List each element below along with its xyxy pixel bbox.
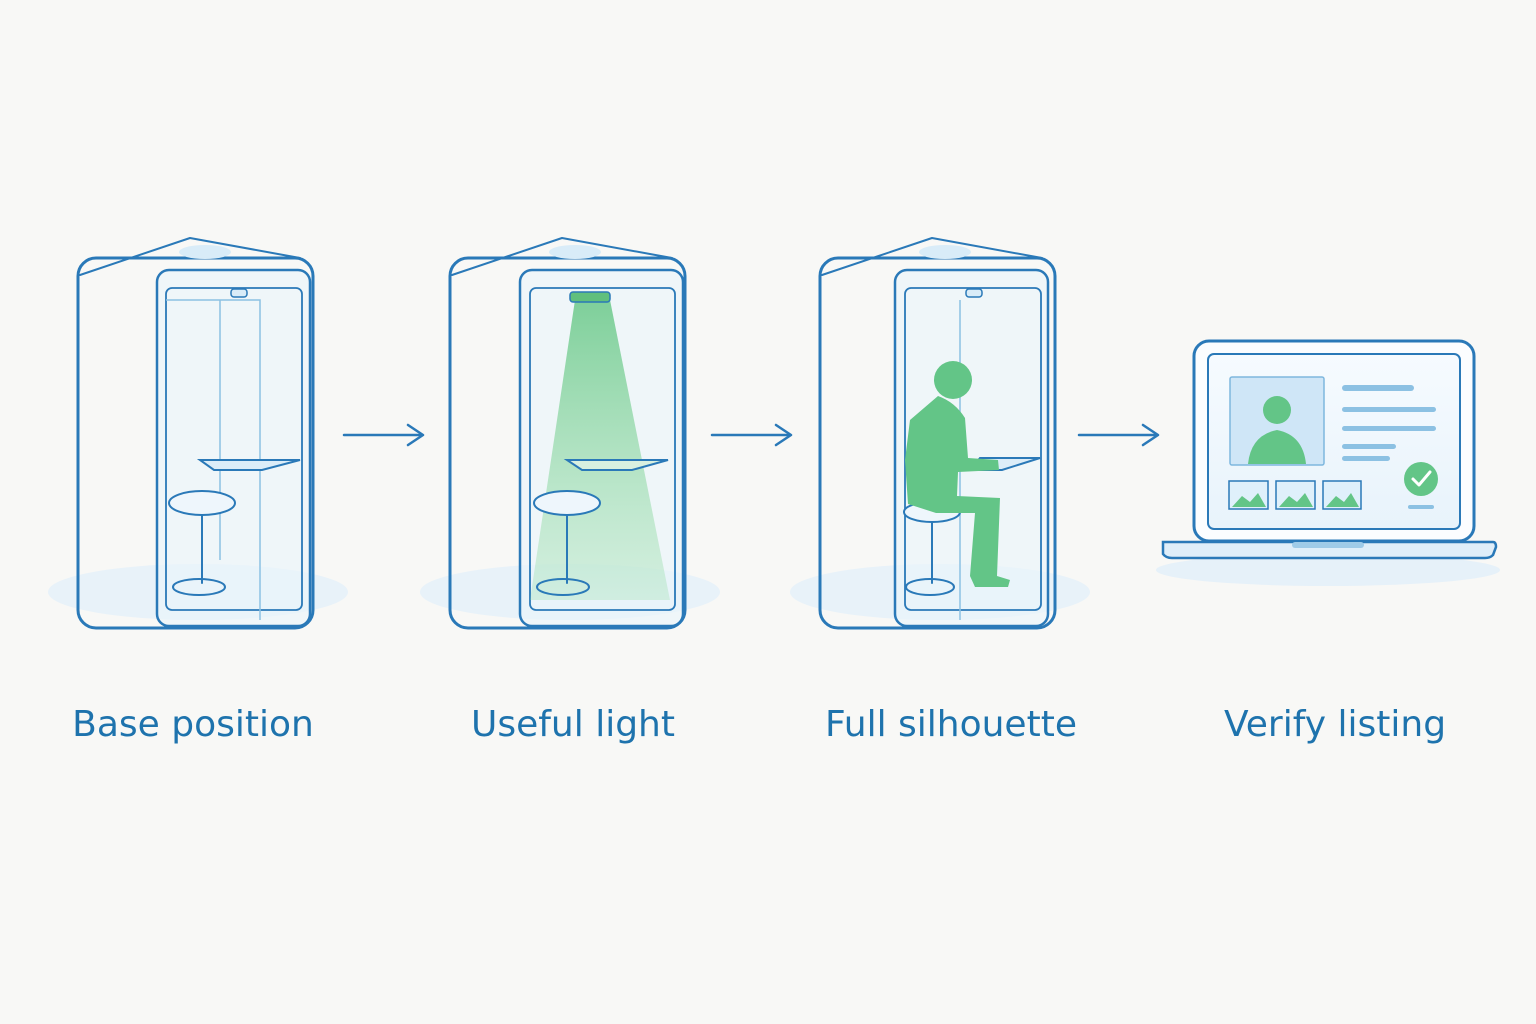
arrow-right-icon bbox=[342, 423, 425, 447]
person-silhouette bbox=[905, 361, 1010, 587]
step-label-useful-light: Useful light bbox=[471, 704, 675, 745]
booth-light-icon bbox=[420, 237, 720, 630]
check-icon bbox=[1404, 462, 1438, 509]
step-1 bbox=[48, 237, 348, 630]
image-thumbnail bbox=[1275, 480, 1316, 510]
image-thumbnail bbox=[1322, 480, 1362, 510]
image-thumbnail bbox=[1228, 480, 1269, 510]
laptop-listing-icon bbox=[1156, 339, 1500, 586]
booth-silhouette-icon bbox=[790, 237, 1090, 630]
step-label-verify-listing: Verify listing bbox=[1224, 704, 1446, 745]
step-2 bbox=[420, 237, 720, 630]
step-label-full-silhouette: Full silhouette bbox=[825, 704, 1077, 745]
arrow-right-icon bbox=[710, 423, 793, 447]
arrow-right-icon bbox=[1077, 423, 1160, 447]
step-3 bbox=[790, 237, 1090, 630]
step-4 bbox=[1156, 339, 1500, 586]
phone-booth-icon bbox=[48, 237, 348, 630]
step-label-base-position: Base position bbox=[72, 704, 314, 745]
